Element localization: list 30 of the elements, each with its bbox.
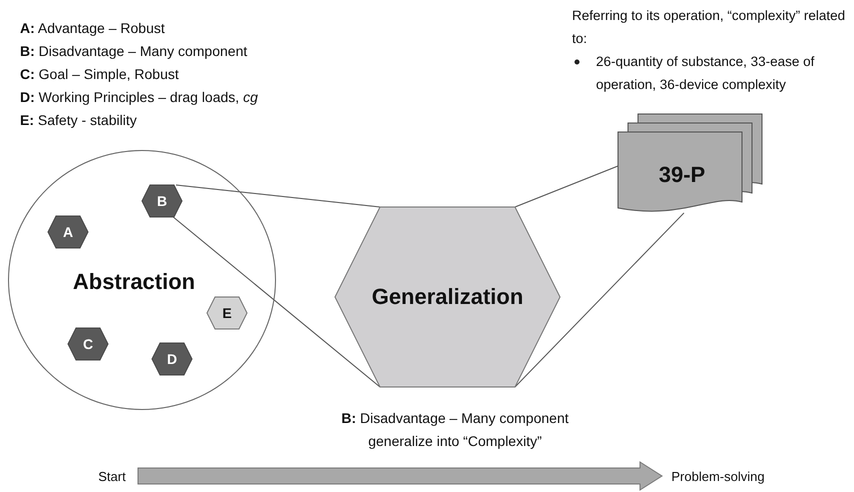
note-text: D: Working Principles – drag loads, cg (20, 88, 258, 107)
block-arrow (138, 461, 663, 491)
hexagon-node (335, 207, 560, 387)
node-label: Abstraction (72, 269, 196, 295)
connector-line (514, 212, 684, 388)
connector-line (172, 216, 380, 388)
endpoint-label: Start (98, 468, 126, 484)
bullet-text: 26-quantity of substance, 33-ease of operation, 36-device complexity (596, 53, 816, 94)
note-text: Referring to its operation, “complexity” related to: (572, 7, 846, 48)
node-label: 39-P (658, 162, 706, 188)
hexagon-node (152, 343, 192, 375)
node-label: Generalization (372, 284, 524, 310)
caption-text: B: Disadvantage – Many component generalize into “Complexity” (340, 409, 570, 451)
connector-line (514, 166, 618, 208)
note-text: B: Disadvantage – Many component (20, 42, 248, 61)
note-text: C: Goal – Simple, Robust (20, 65, 179, 84)
node-label: D (166, 351, 178, 367)
hexagon-node (68, 328, 108, 360)
note-text: E: Safety - stability (20, 111, 137, 130)
hexagon-node (142, 185, 182, 217)
endpoint-label: Problem-solving (671, 468, 765, 484)
hexagon-node (48, 216, 88, 248)
node-label: B (156, 193, 168, 209)
connector-line (176, 184, 380, 208)
node-label: E (222, 305, 232, 321)
node-label: C (82, 336, 94, 352)
note-text: A: Advantage – Robust (20, 19, 165, 38)
hexagon-node (207, 297, 247, 329)
node-label: A (62, 224, 74, 240)
circle-node (8, 150, 276, 410)
